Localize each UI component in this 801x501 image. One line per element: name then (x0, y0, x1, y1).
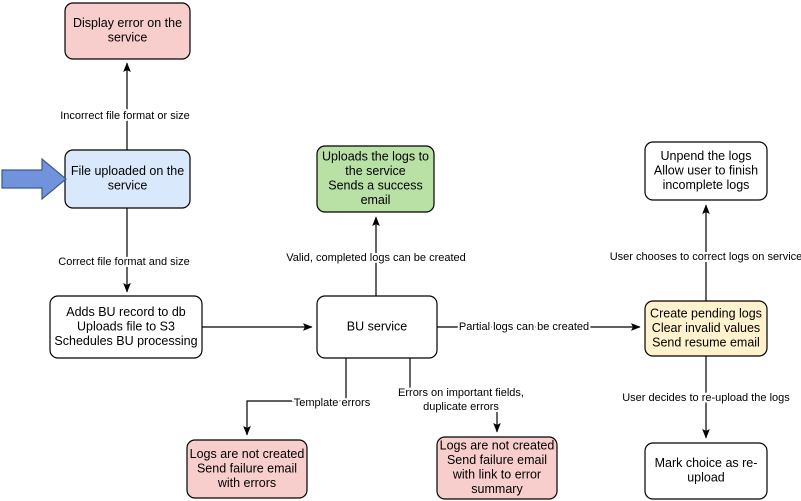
mark-choice-reupload-node-box[interactable] (644, 442, 768, 500)
edge-incorrect-file-format-label: Incorrect file format or size (60, 110, 190, 122)
uploads-logs-success-node-text-line: email (361, 193, 391, 207)
edge-correct-file-format-label: Correct file format and size (58, 256, 189, 268)
unpend-logs-node-text-line: Unpend the logs (660, 149, 751, 163)
entry-block-arrow (1, 157, 67, 201)
logs-not-created-template-errors-node-text-line: Send failure email (197, 461, 297, 475)
display-error-node-text-line: service (108, 31, 148, 45)
unpend-logs-node-text-line: Allow user to finish (654, 163, 758, 177)
unpend-logs-node-box[interactable] (644, 141, 768, 201)
bu-service-node-box[interactable] (316, 295, 438, 359)
edge-user-decides-reupload: User decides to re-upload the logs (620, 356, 792, 439)
adds-bu-record-node-box[interactable] (49, 295, 203, 359)
edge-user-chooses-correct-logs: User chooses to correct logs on service (608, 204, 801, 301)
edge-partial-logs-can-be-created-label: Partial logs can be created (459, 321, 589, 333)
edge-errors-on-important-fields-label: Errors on important fields, (398, 387, 524, 399)
file-uploaded-node-text-line: File uploaded on the (71, 164, 184, 178)
edge-errors-on-important-fields-label: duplicate errors (423, 401, 499, 413)
logs-not-created-error-summary-node-box[interactable] (436, 436, 558, 500)
edge-errors-on-important-fields-line (409, 358, 497, 432)
edge-user-chooses-correct-logs-label: User chooses to correct logs on service (610, 251, 801, 263)
logs-not-created-template-errors-node-text-line: with errors (217, 476, 276, 490)
logs-not-created-error-summary-node-text-line: Logs are not created (440, 439, 555, 453)
logs-not-created-error-summary-node-text-line: with link to error (452, 468, 541, 482)
logs-not-created-template-errors-node-box[interactable] (186, 439, 308, 499)
edge-valid-completed-logs: Valid, completed logs can be created (284, 216, 468, 296)
edge-partial-logs-can-be-created: Partial logs can be created (437, 319, 641, 335)
create-pending-logs-node-box[interactable] (644, 300, 768, 357)
unpend-logs-node-text-line: incomplete logs (663, 178, 750, 192)
bu-service-node-text-line: BU service (347, 319, 407, 333)
uploads-logs-success-node-box[interactable] (316, 145, 435, 213)
adds-bu-record-node-text-line: Schedules BU processing (54, 334, 197, 348)
edge-user-decides-reupload-label: User decides to re-upload the logs (622, 392, 790, 404)
mark-choice-reupload-node-text-line: Mark choice as re- (655, 456, 758, 470)
block-arrow-layer (1, 157, 67, 201)
edge-template-errors-line (243, 358, 347, 436)
logs-not-created-error-summary-node-text-line: summary (471, 482, 523, 496)
uploads-logs-success-node-text-line: Uploads the logs to (322, 150, 429, 164)
edge-incorrect-file-format: Incorrect file format or size (58, 62, 192, 150)
file-uploaded-node-text-line: service (108, 179, 148, 193)
edge-template-errors-label: Template errors (294, 397, 371, 409)
uploads-logs-success-node-text-line: the service (345, 164, 405, 178)
logs-not-created-template-errors-node-text-line: Logs are not created (190, 447, 305, 461)
adds-bu-record-node-text-line: Adds BU record to db (66, 305, 186, 319)
create-pending-logs-node-text-line: Create pending logs (650, 306, 762, 320)
create-pending-logs-node-text-line: Clear invalid values (652, 321, 760, 335)
bu-service-node[interactable]: BU service (316, 295, 438, 359)
uploads-logs-success-node-text-line: Sends a success (328, 179, 423, 193)
mark-choice-reupload-node[interactable]: Mark choice as re-upload (644, 442, 768, 500)
adds-bu-record-node-text-line: Uploads file to S3 (77, 319, 175, 333)
create-pending-logs-node-text-line: Send resume email (652, 335, 760, 349)
mark-choice-reupload-node-text-line: upload (687, 471, 725, 485)
display-error-node-box[interactable] (64, 2, 191, 60)
edge-errors-on-important-fields: Errors on important fields, duplicate err… (396, 358, 526, 432)
edge-valid-completed-logs-label: Valid, completed logs can be created (286, 252, 466, 264)
logs-not-created-error-summary-node-text-line: Send failure email (447, 453, 547, 467)
edge-template-errors: Template errors (243, 358, 373, 436)
display-error-node-text-line: Display error on the (73, 16, 182, 30)
edge-correct-file-format: Correct file format and size (56, 208, 192, 293)
